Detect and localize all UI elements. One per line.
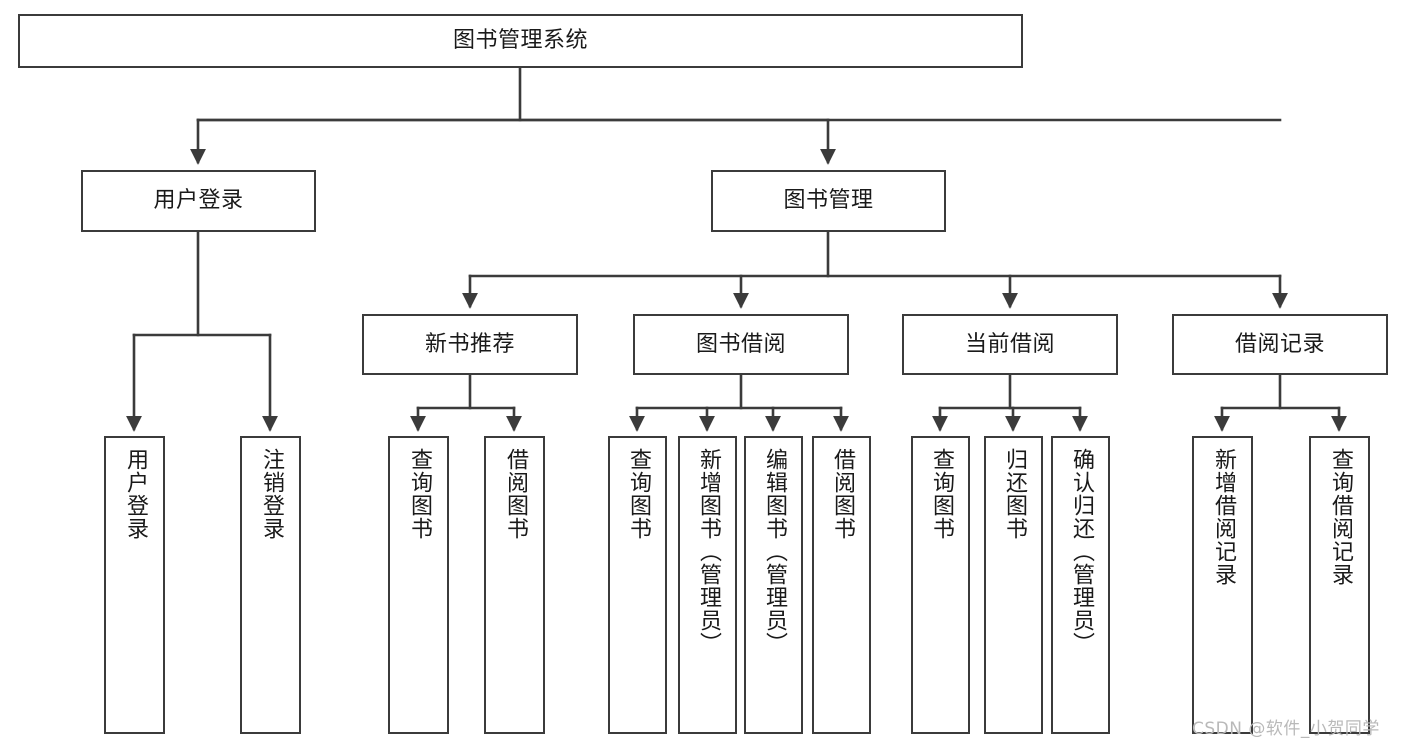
node-current-borrow[interactable]: 当前借阅 — [902, 314, 1118, 375]
node-leaf-edit-book-admin-label: 编辑图书（管理员） — [761, 448, 787, 655]
node-book-borrow[interactable]: 图书借阅 — [633, 314, 849, 375]
node-book-manage-label: 图书管理 — [783, 188, 874, 214]
node-book-borrow-label: 图书借阅 — [695, 331, 786, 357]
node-leaf-add-book-admin-label: 新增图书（管理员） — [695, 448, 721, 655]
node-leaf-query-book-3-label: 查询图书 — [928, 448, 954, 540]
node-root-label: 图书管理系统 — [452, 28, 588, 54]
node-leaf-user-logout-label: 注销登录 — [258, 448, 284, 540]
node-leaf-query-book-2-label: 查询图书 — [625, 448, 651, 540]
node-leaf-borrow-book-1-label: 借阅图书 — [502, 448, 528, 540]
node-leaf-edit-book-admin[interactable]: 编辑图书（管理员） — [744, 436, 803, 734]
node-book-manage[interactable]: 图书管理 — [711, 170, 946, 232]
node-leaf-user-login[interactable]: 用户登录 — [104, 436, 165, 734]
node-leaf-query-book-2[interactable]: 查询图书 — [608, 436, 667, 734]
node-leaf-add-borrow-record-label: 新增借阅记录 — [1210, 448, 1236, 586]
node-leaf-add-borrow-record[interactable]: 新增借阅记录 — [1192, 436, 1253, 734]
node-leaf-user-logout[interactable]: 注销登录 — [240, 436, 301, 734]
node-user-login-label: 用户登录 — [153, 188, 244, 214]
csdn-watermark: CSDN @软件_小贺同学 — [1192, 719, 1380, 739]
node-leaf-add-book-admin[interactable]: 新增图书（管理员） — [678, 436, 737, 734]
node-leaf-borrow-book-1[interactable]: 借阅图书 — [484, 436, 545, 734]
node-leaf-borrow-book-2[interactable]: 借阅图书 — [812, 436, 871, 734]
node-leaf-query-book-3[interactable]: 查询图书 — [911, 436, 970, 734]
node-user-login[interactable]: 用户登录 — [81, 170, 316, 232]
node-leaf-return-book[interactable]: 归还图书 — [984, 436, 1043, 734]
node-leaf-query-borrow-record[interactable]: 查询借阅记录 — [1309, 436, 1370, 734]
node-current-borrow-label: 当前借阅 — [964, 331, 1055, 357]
node-leaf-return-book-label: 归还图书 — [1001, 448, 1027, 540]
node-leaf-borrow-book-2-label: 借阅图书 — [829, 448, 855, 540]
node-new-book-recommend[interactable]: 新书推荐 — [362, 314, 578, 375]
node-leaf-query-borrow-record-label: 查询借阅记录 — [1327, 448, 1353, 586]
node-leaf-query-book-1[interactable]: 查询图书 — [388, 436, 449, 734]
node-leaf-confirm-return-admin-label: 确认归还（管理员） — [1068, 448, 1094, 655]
node-leaf-confirm-return-admin[interactable]: 确认归还（管理员） — [1051, 436, 1110, 734]
node-leaf-query-book-1-label: 查询图书 — [406, 448, 432, 540]
node-new-book-recommend-label: 新书推荐 — [424, 331, 515, 357]
node-leaf-user-login-label: 用户登录 — [122, 448, 148, 540]
node-root[interactable]: 图书管理系统 — [18, 14, 1023, 68]
node-borrow-record[interactable]: 借阅记录 — [1172, 314, 1388, 375]
node-borrow-record-label: 借阅记录 — [1234, 331, 1325, 357]
